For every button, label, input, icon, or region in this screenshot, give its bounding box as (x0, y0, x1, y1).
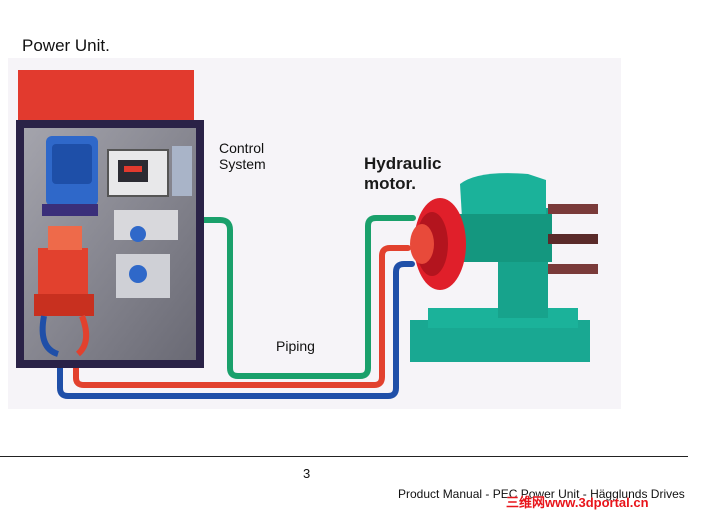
pipe-blue (57, 261, 415, 399)
hydraulic-motor-label: Hydraulic motor. (364, 154, 441, 193)
piping-label: Piping (276, 338, 315, 354)
control-system-label: Control System (219, 140, 266, 172)
control-label-line2: System (219, 156, 266, 173)
power-unit-illustration (16, 70, 598, 399)
footer-divider (0, 456, 688, 457)
power-unit-figure (8, 58, 621, 409)
pipe-red (73, 245, 411, 388)
page-number: 3 (303, 466, 311, 481)
motor-housing (460, 173, 546, 218)
hydraulic-label-line2: motor. (364, 173, 416, 193)
footer-text: Product Manual - PEC Power Unit - Hägglu… (398, 487, 685, 501)
control-label-line1: Control (219, 140, 265, 156)
hydraulic-label-line1: Hydraulic (364, 154, 442, 173)
page-heading: Power Unit. (22, 36, 110, 55)
watermark-logo: 三维网www.3dportal.cn (506, 495, 649, 510)
pipe-green (191, 215, 416, 379)
unit-top-block (18, 70, 194, 120)
valve-block (114, 210, 178, 240)
